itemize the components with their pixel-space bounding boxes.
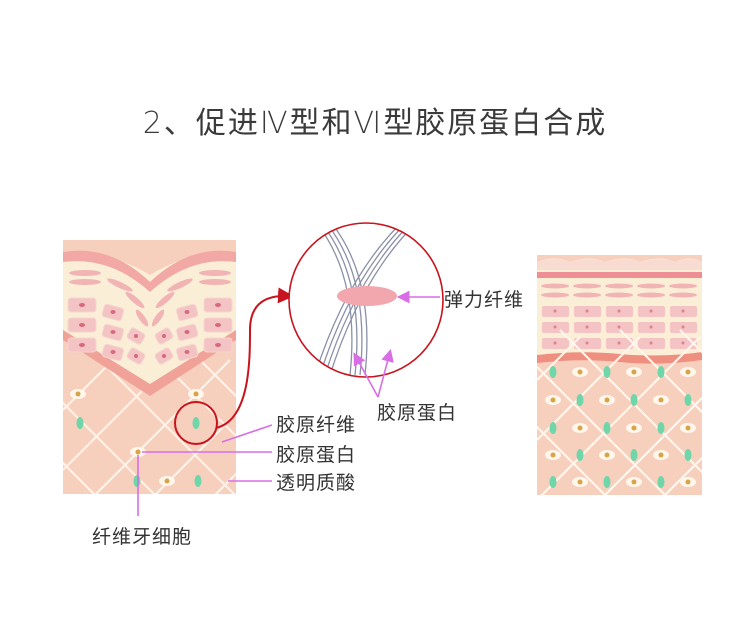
aged-skin-panel	[63, 240, 236, 494]
label-collagen: 胶原蛋白	[276, 444, 357, 466]
magnified-fiber-view	[288, 222, 444, 378]
callout-circle	[174, 401, 218, 445]
zoom-arrow	[215, 287, 294, 429]
label-fibroblast: 纤维牙细胞	[92, 526, 193, 548]
label-elastic-fiber: 弹力纤维	[444, 289, 525, 311]
healthy-skin-panel	[537, 255, 702, 495]
label-collagen-fiber: 胶原纤维	[276, 414, 357, 436]
label-hyaluronic-acid: 透明质酸	[276, 472, 357, 494]
label-collagen-zoom: 胶原蛋白	[377, 402, 458, 424]
collagen-nodes	[549, 366, 692, 488]
page-title: 2、促进Ⅳ型和Ⅵ型胶原蛋白合成	[142, 106, 608, 141]
elastic-fiber-blob	[337, 286, 397, 306]
fibroblast-cells	[70, 389, 204, 486]
fibroblast-cells	[545, 367, 696, 487]
